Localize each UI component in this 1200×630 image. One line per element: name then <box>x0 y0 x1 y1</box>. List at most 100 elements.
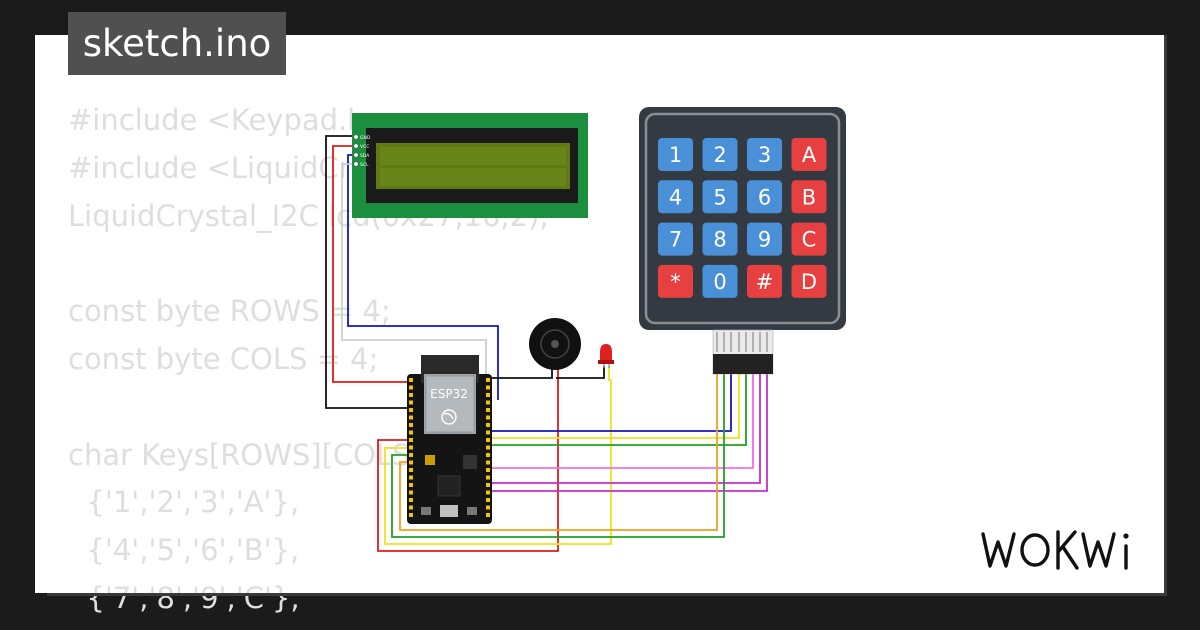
keypad-key[interactable]: 6 <box>747 180 782 214</box>
wire-sda <box>347 154 499 400</box>
lcd-module: GND VCC SDA SCL <box>352 113 588 218</box>
esp32-pin <box>486 475 490 480</box>
keypad-key-label: * <box>670 270 681 294</box>
esp32-pin <box>486 400 490 405</box>
esp32-pin <box>486 438 490 442</box>
esp32-pin <box>409 483 413 487</box>
keypad-key-label: B <box>802 185 816 209</box>
keypad-key-label: 2 <box>713 143 726 167</box>
keypad-key[interactable]: 2 <box>702 138 738 171</box>
lcd-pin-label: VCC <box>360 144 369 150</box>
keypad-key[interactable]: C <box>791 222 827 256</box>
wokwi-logo <box>981 530 1129 570</box>
esp32-pin <box>486 468 490 472</box>
code-line: {'7','8','9','C'}, <box>68 580 300 615</box>
frame-shadow-right <box>1164 35 1167 595</box>
esp32-pin <box>409 415 413 420</box>
keypad-key[interactable]: B <box>791 180 827 214</box>
wire-keypad-5 <box>486 374 761 484</box>
keypad-key-label: 5 <box>713 185 726 209</box>
lcd-pin-label: GND <box>360 135 371 141</box>
esp32-pin <box>409 393 413 397</box>
wire-keypad-7 <box>399 374 718 531</box>
lcd-pin-label: SCL <box>360 162 369 168</box>
esp32-pin <box>409 408 413 412</box>
keypad-key-label: D <box>801 270 817 294</box>
lcd-pin-label: SDA <box>360 153 370 159</box>
keypad-key-label: C <box>802 228 817 252</box>
esp32-pin <box>486 490 490 495</box>
esp32-pin <box>409 460 413 465</box>
esp32-pin <box>486 460 490 465</box>
keypad-key-label: 6 <box>758 185 771 209</box>
keypad-key-label: 4 <box>669 185 682 209</box>
frame-shadow-bottom <box>47 593 1167 596</box>
wire-keypad-8 <box>391 374 725 538</box>
keypad-key-label: # <box>756 270 774 294</box>
wire-scl <box>341 163 487 415</box>
esp32-pin <box>409 438 413 442</box>
keypad-key-label: A <box>802 143 817 167</box>
esp32-pin <box>409 445 413 450</box>
esp32-pin <box>486 423 490 427</box>
wire-keypad-6 <box>486 374 768 492</box>
esp32-pin <box>409 378 413 382</box>
esp32-label: ESP32 <box>430 387 468 401</box>
esp32-pin <box>486 505 490 510</box>
esp32-pin <box>409 430 413 435</box>
esp32-pin <box>409 385 413 390</box>
esp32-pin <box>409 490 413 495</box>
esp32-pin <box>409 400 413 405</box>
esp32-pin <box>486 408 490 412</box>
esp32-pin <box>486 513 490 517</box>
keypad-key-label: 0 <box>713 270 726 294</box>
esp32-pin <box>409 475 413 480</box>
wires <box>325 135 768 552</box>
wire-led-yellow <box>384 366 612 545</box>
wire-keypad-3 <box>486 374 747 446</box>
esp32-pin <box>486 415 490 420</box>
esp32-pin <box>409 453 413 457</box>
esp32-pin <box>486 430 490 435</box>
keypad-key[interactable]: 0 <box>702 264 738 298</box>
code-line: {'1','2','3','A'}, <box>68 485 300 520</box>
esp32-pin <box>409 498 413 502</box>
keypad-key[interactable]: A <box>791 138 827 171</box>
buzzer <box>529 318 581 370</box>
esp32-pin <box>486 453 490 457</box>
keypad-key[interactable]: 1 <box>658 138 693 171</box>
keypad-key-label: 1 <box>669 143 682 167</box>
keypad-key[interactable]: 9 <box>747 222 782 256</box>
wire-led-black <box>556 366 605 379</box>
keypad-module: 1 2 3 A 4 5 6 B 7 8 9 C * 0 # D <box>639 107 846 375</box>
esp32-pin <box>486 393 490 397</box>
keypad-key-label: 8 <box>713 228 726 252</box>
esp32-pin <box>409 505 413 510</box>
wire-keypad-2 <box>486 374 740 439</box>
esp32-pin <box>486 385 490 390</box>
keypad-key[interactable]: D <box>791 264 827 298</box>
esp32-pin <box>486 483 490 487</box>
esp32-pin <box>409 513 413 517</box>
espressif-icon <box>441 409 457 425</box>
keypad-key[interactable]: 8 <box>702 222 738 256</box>
esp32-board: ESP32 <box>407 355 492 524</box>
wire-buzzer-red <box>377 366 559 552</box>
keypad-key[interactable]: 5 <box>702 180 738 214</box>
esp32-pin <box>486 498 490 502</box>
keypad-key-label: 7 <box>669 228 682 252</box>
keypad-key[interactable]: 3 <box>747 138 782 171</box>
wire-keypad-1 <box>486 374 732 432</box>
keypad-key-label: 3 <box>758 143 771 167</box>
keypad-key[interactable]: # <box>747 264 782 298</box>
file-tab[interactable]: sketch.ino <box>68 12 286 75</box>
keypad-key[interactable]: 4 <box>658 180 693 214</box>
esp32-pin <box>486 445 490 450</box>
keypad-key-label: 9 <box>758 228 771 252</box>
keypad-key[interactable]: * <box>658 264 693 298</box>
red-led <box>598 344 614 368</box>
keypad-key[interactable]: 7 <box>658 222 693 256</box>
wire-gnd <box>325 135 412 409</box>
esp32-pin <box>409 468 413 472</box>
